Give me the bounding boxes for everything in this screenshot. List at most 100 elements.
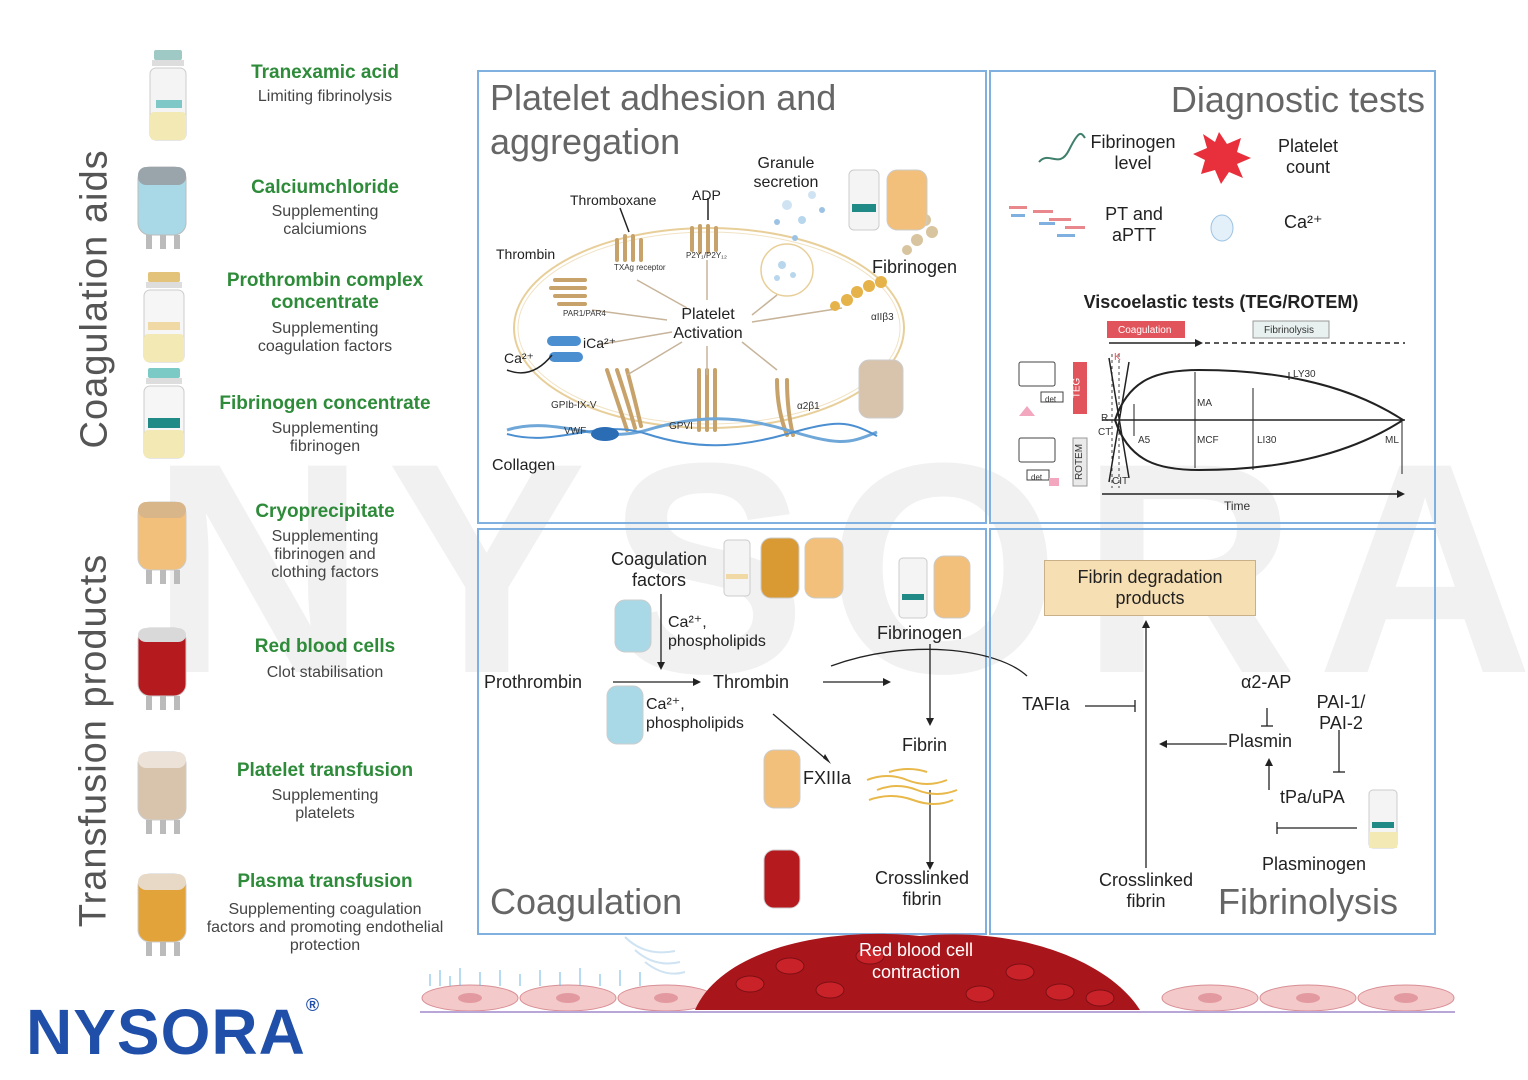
marker-ml: ML	[1385, 435, 1399, 446]
group-title-transfusion-products: Transfusion products	[72, 553, 115, 928]
group-title-coagulation-aids: Coagulation aids	[73, 149, 116, 449]
platelet-transfusion-desc: Supplementing platelets	[271, 787, 379, 822]
plasma-transfusion-desc: Supplementing coagulation factors and pr…	[206, 901, 444, 954]
pcc-desc: Supplementing coagulation factors	[257, 320, 393, 355]
coagulation-diagram	[606, 537, 1028, 909]
fibrinolysis-panel	[989, 528, 1436, 935]
rotem-label: ROTEM	[1074, 443, 1086, 481]
marker-cit: CIT	[1112, 476, 1129, 487]
det-label-2: det	[1031, 473, 1043, 482]
pcc-title: Prothrombin complex concentrate	[226, 270, 424, 313]
tpa-upa-label: tPa/uPA	[1280, 787, 1345, 807]
plasma-bag-icon	[137, 873, 187, 956]
a2ap-label: α2-AP	[1241, 672, 1292, 692]
gpvi-label: GPVI	[669, 421, 693, 432]
vial-icon	[149, 50, 187, 141]
coagulation-panel	[477, 528, 987, 935]
fibrinogen-label: Fibrinogen	[872, 257, 958, 277]
pt-aptt-label: PT and aPTT	[1105, 204, 1163, 245]
thromboxane-label: Thromboxane	[570, 192, 657, 208]
phase-fibrinolysis-label: Fibrinolysis	[1264, 325, 1315, 336]
tafia-label: TAFIa	[1022, 694, 1070, 714]
viscoelastic-title: Viscoelastic tests (TEG/ROTEM)	[1083, 292, 1359, 312]
ca-diagnostic-label: Ca²⁺	[1284, 212, 1323, 232]
calciumchloride-title: Calciumchloride	[251, 177, 399, 198]
diagnostic-panel-title: Diagnostic tests	[1170, 79, 1425, 120]
time-axis-label: Time	[1224, 499, 1251, 513]
red-blood-cells-desc: Clot stabilisation	[266, 664, 384, 681]
marker-ct: CT	[1098, 427, 1112, 438]
fxiiia-label: FXIIIa	[803, 768, 852, 788]
marker-ly30: LY30	[1293, 369, 1316, 380]
platelet-diagram	[506, 169, 938, 447]
platelet-count-label: Platelet count	[1277, 136, 1339, 177]
fibrinolysis-panel-title: Fibrinolysis	[1218, 881, 1399, 922]
cryoprecipitate-desc: Supplementing fibrinogen and clothing fa…	[271, 528, 379, 581]
txag-receptor-label: TXAg receptor	[614, 263, 666, 272]
diagnostic-tests-panel	[989, 70, 1436, 524]
viscoelastic-diagram	[1018, 320, 1405, 498]
marker-r: R	[1101, 413, 1109, 424]
calciumchloride-desc: Supplementing calciumions	[271, 203, 379, 238]
ica-label: iCa²⁺	[583, 335, 617, 351]
fibrinogen-concentrate-title: Fibrinogen concentrate	[219, 393, 431, 414]
a2b1-label: α2β1	[797, 401, 820, 412]
plasminogen-label: Plasminogen	[1262, 854, 1367, 874]
gpib-label: GPIb-IX-V	[551, 400, 597, 411]
vial-icon	[143, 368, 185, 459]
marker-li30: LI30	[1257, 435, 1277, 446]
cryoprecipitate-title: Cryoprecipitate	[255, 501, 395, 522]
platelet-panel-title: Platelet adhesion and aggregation	[490, 77, 837, 162]
fibrinogen-coag-label: Fibrinogen	[877, 623, 963, 643]
marker-k: K	[1114, 352, 1121, 363]
teg-label: TEG	[1071, 377, 1083, 399]
fibrin-label: Fibrin	[902, 735, 948, 755]
thrombin-label: Thrombin	[713, 672, 790, 692]
fibrinolysis-diagram	[1085, 620, 1398, 868]
marker-a5: A5	[1138, 435, 1151, 446]
calcium-bag-icon	[137, 166, 187, 249]
platelet-adhesion-panel	[477, 70, 987, 524]
vial-icon	[143, 272, 185, 363]
fibrinogen-level-label: Fibrinogen level	[1090, 132, 1176, 173]
plasma-transfusion-title: Plasma transfusion	[237, 871, 413, 892]
plasmin-label: Plasmin	[1228, 731, 1293, 751]
red-blood-cells-bag-icon	[137, 627, 187, 710]
platelet-transfusion-title: Platelet transfusion	[236, 760, 414, 781]
det-label-1: det	[1045, 395, 1057, 404]
coagulation-panel-title: Coagulation	[490, 881, 683, 922]
phase-coagulation-label: Coagulation	[1118, 325, 1172, 336]
ca-phospholipids-label-1: Ca²⁺, phospholipids	[668, 614, 766, 650]
logo-text: NYSORA	[26, 996, 306, 1068]
diagnostic-icons	[1009, 132, 1251, 242]
nysora-logo: NYSORA®	[26, 995, 320, 1069]
pai-label: PAI-1/ PAI-2	[1316, 692, 1366, 733]
fibrin-degradation-products-box: Fibrin degradation products	[1044, 560, 1256, 616]
marker-mcf: MCF	[1197, 435, 1219, 446]
crosslinked-fibrin-fibrino-label: Crosslinked fibrin	[1098, 870, 1194, 911]
tranexamic-acid-desc: Limiting fibrinolysis	[257, 88, 393, 105]
platelet-activation-label: Platelet Activation	[673, 306, 743, 342]
rbc-contraction-label: Red blood cell contraction	[858, 940, 974, 982]
platelet-bag-icon	[137, 751, 187, 834]
ca-phospholipids-label-2: Ca²⁺, phospholipids	[646, 696, 744, 732]
fibrinogen-concentrate-desc: Supplementing fibrinogen	[271, 420, 379, 455]
thrombin-receptor-label: Thrombin	[496, 246, 556, 262]
registered-mark: ®	[305, 995, 321, 1015]
adp-label: ADP	[692, 187, 721, 203]
aiib3-label: αIIβ3	[871, 312, 894, 323]
red-blood-cells-title: Red blood cells	[254, 636, 396, 657]
endothelium-clot-illustration	[420, 933, 1455, 1013]
collagen-label: Collagen	[492, 457, 556, 474]
cryoprecipitate-bag-icon	[137, 501, 187, 584]
par-receptor-label: PAR1/PAR4	[563, 309, 606, 318]
crosslinked-fibrin-coag-label: Crosslinked fibrin	[874, 868, 970, 909]
p2y-receptor-label: P2Y₁/P2Y₁₂	[686, 251, 727, 260]
prothrombin-label: Prothrombin	[484, 672, 583, 692]
marker-ma: MA	[1197, 398, 1212, 409]
coagulation-factors-label: Coagulation factors	[610, 549, 708, 590]
tranexamic-acid-title: Tranexamic acid	[251, 62, 399, 83]
granule-secretion-label: Granule secretion	[753, 155, 819, 191]
vwf-label: VWF	[564, 426, 587, 437]
ca-label: Ca²⁺	[504, 350, 534, 366]
